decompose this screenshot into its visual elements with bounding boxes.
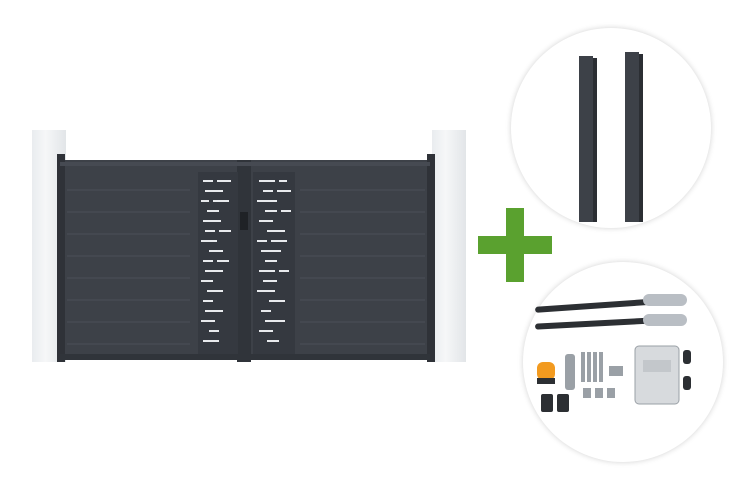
control-box bbox=[634, 345, 680, 405]
photocells bbox=[541, 394, 569, 412]
gate-posts-circle bbox=[511, 28, 711, 228]
plus-icon bbox=[478, 208, 552, 282]
warning-light bbox=[537, 362, 555, 384]
gate-posts-image bbox=[579, 52, 643, 222]
actuator-arms bbox=[535, 294, 687, 330]
motorization-kit-image bbox=[535, 294, 691, 412]
remote-controls bbox=[683, 350, 691, 390]
right-pillar bbox=[432, 130, 466, 362]
double-swing-gate-image bbox=[57, 154, 435, 362]
motorization-kit-circle bbox=[523, 262, 723, 462]
